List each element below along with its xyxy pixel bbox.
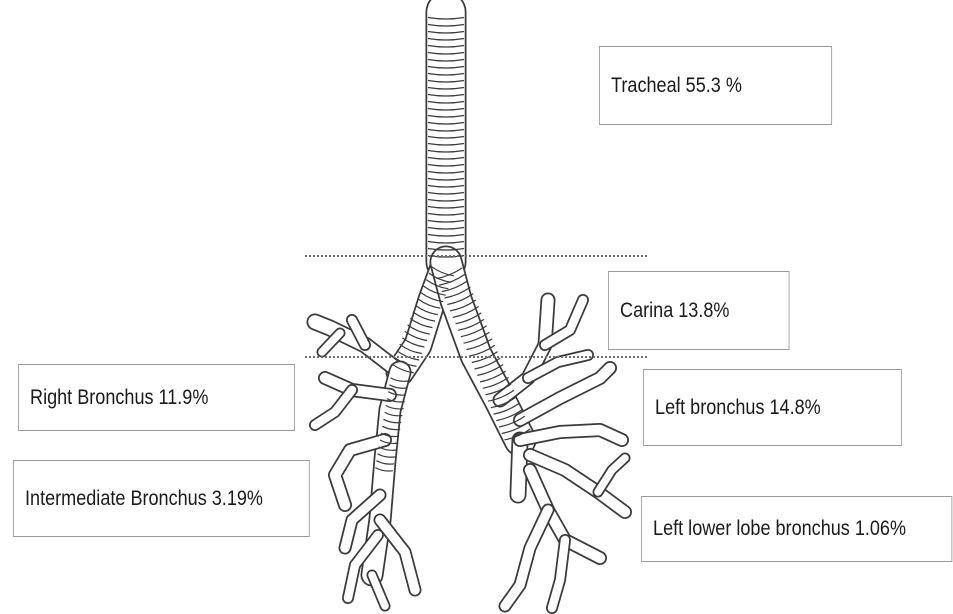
left-lower-lobe-bronchus-label: Left lower lobe bronchus 1.06% <box>653 517 906 541</box>
left-lower-lobe-bronchus-label-box: Left lower lobe bronchus 1.06% <box>641 496 952 562</box>
carina-label: Carina 13.8% <box>620 299 729 323</box>
tracheal-label: Tracheal 55.3 % <box>611 74 742 98</box>
upper-divider-line <box>305 255 647 257</box>
right-bronchus-label-box: Right Bronchus 11.9% <box>18 364 295 431</box>
intermediate-bronchus-label-box: Intermediate Bronchus 3.19% <box>13 460 310 537</box>
right-middle-segment-lumen <box>325 378 390 395</box>
intermediate-bronchus-label: Intermediate Bronchus 3.19% <box>25 487 263 511</box>
left-bronchus-label: Left bronchus 14.8% <box>655 396 821 420</box>
tracheal-label-box: Tracheal 55.3 % <box>599 46 832 125</box>
lower-divider-line <box>305 356 647 358</box>
left-bronchus-stub-lumen <box>518 440 520 495</box>
left-bronchus-label-box: Left bronchus 14.8% <box>643 369 902 446</box>
right-bronchus-label: Right Bronchus 11.9% <box>30 386 208 410</box>
left-lower-segment-lumen <box>505 510 548 606</box>
carina-label-box: Carina 13.8% <box>608 271 789 350</box>
